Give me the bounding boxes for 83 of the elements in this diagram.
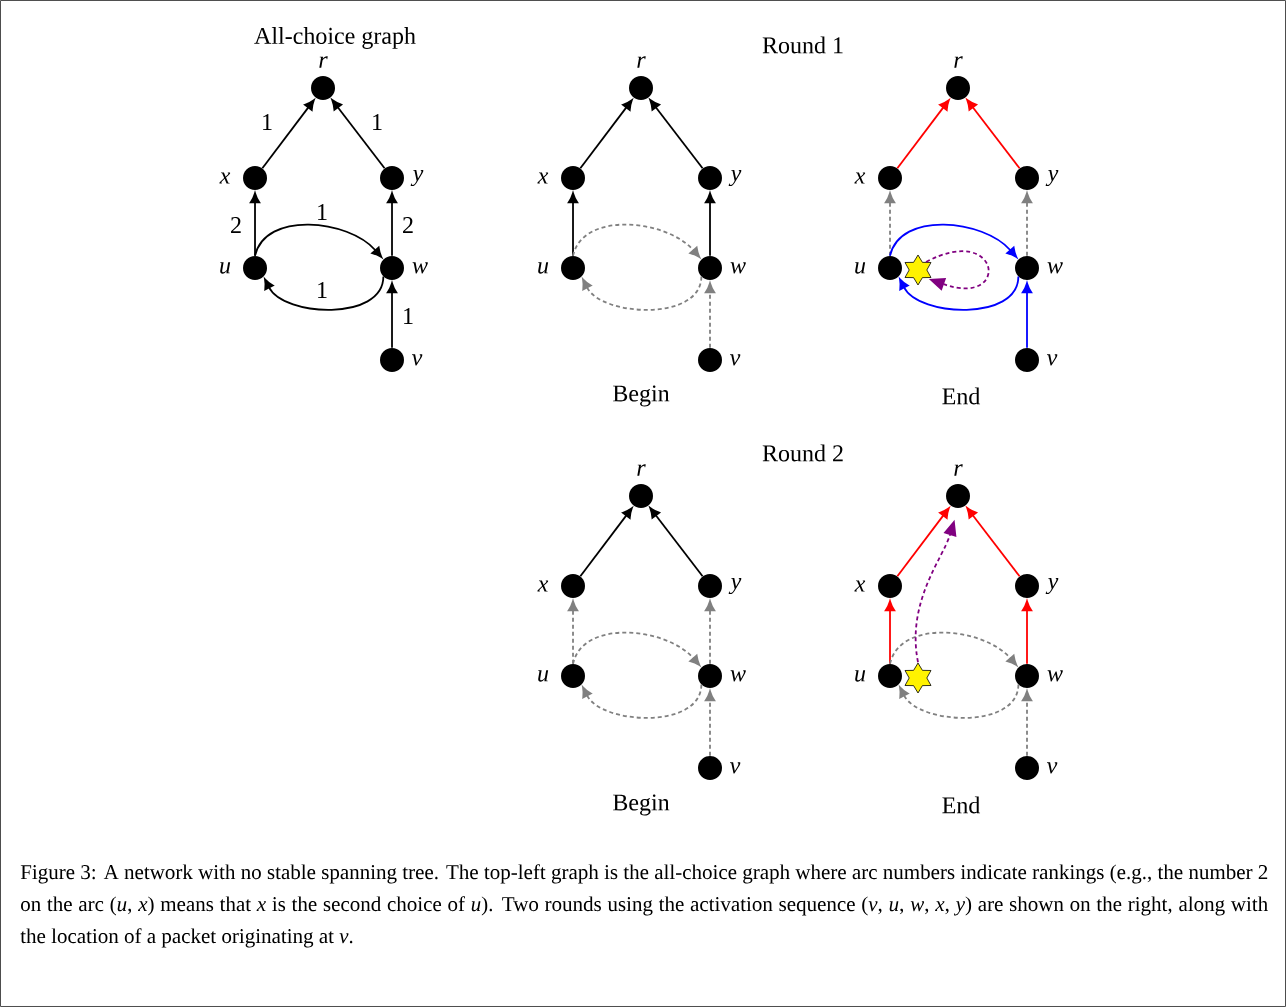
edge-label: 1	[315, 203, 329, 221]
arrow	[884, 600, 896, 665]
packet-star	[904, 662, 932, 694]
edge-label: 1	[315, 281, 329, 299]
vertex-label: v	[730, 354, 741, 366]
arrow	[966, 507, 1021, 578]
arrow	[579, 99, 633, 170]
arrow	[572, 223, 701, 258]
vertex-label: u	[855, 670, 866, 682]
panel-label: Begin	[613, 794, 670, 816]
vertex-label: v	[730, 762, 741, 774]
edge-label: 1	[260, 113, 274, 131]
arrow	[582, 683, 703, 719]
vertex-label: w	[412, 262, 428, 274]
arrow	[249, 192, 261, 257]
arrow	[261, 99, 315, 170]
arrow	[884, 192, 896, 257]
arrow	[966, 99, 1021, 170]
vertex-label: u	[538, 262, 549, 274]
arrow	[1021, 690, 1033, 757]
arrow	[649, 507, 704, 578]
arrow	[386, 282, 398, 349]
panel-label: Begin	[613, 385, 670, 407]
graph-title: Round 1	[762, 36, 843, 54]
arrow	[889, 223, 1018, 258]
vertex-label: r	[954, 464, 963, 476]
edge-label: 1	[401, 307, 415, 325]
arrow	[386, 192, 398, 257]
vertex-label: y	[1045, 169, 1059, 187]
vertex-label: x	[537, 172, 549, 184]
arrow	[1021, 600, 1033, 665]
vertex-label: v	[1047, 354, 1058, 366]
vertex-label: x	[854, 580, 866, 592]
panel-label: End	[942, 387, 981, 405]
vertex-label: u	[220, 262, 231, 274]
vertex-label: y	[728, 577, 742, 595]
arrow	[889, 631, 1018, 666]
arrow	[896, 507, 950, 578]
arrow	[704, 192, 716, 257]
packet-star	[904, 254, 932, 286]
vertex-label: r	[954, 56, 963, 68]
arrow	[264, 275, 385, 311]
arrow	[582, 275, 703, 311]
arrow	[649, 99, 704, 170]
vertex-label: w	[730, 670, 746, 682]
vertex-label: y	[728, 169, 742, 187]
edge-label: 2	[401, 216, 415, 234]
arrow	[896, 99, 950, 170]
vertex-label: w	[1047, 670, 1063, 682]
arrow	[704, 600, 716, 665]
arrow	[899, 275, 1020, 311]
vertex-label: x	[854, 172, 866, 184]
vertex-label: w	[1047, 262, 1063, 274]
arrow	[925, 250, 990, 291]
vertex-label: w	[730, 262, 746, 274]
arrow	[1021, 282, 1033, 349]
vertex-label: v	[1047, 762, 1058, 774]
graph-title: All-choice graph	[254, 27, 416, 49]
graph-title: Round 2	[762, 444, 843, 462]
edge-label: 1	[370, 113, 384, 131]
vertex-label: r	[637, 56, 646, 68]
vertex-label: x	[537, 580, 549, 592]
arrow	[331, 99, 386, 170]
panel-label: End	[942, 796, 981, 814]
arrow	[899, 683, 1020, 719]
arrow	[567, 600, 579, 665]
vertex-label: x	[219, 172, 231, 184]
arrow	[579, 507, 633, 578]
vertex-label: y	[1045, 577, 1059, 595]
vertex-label: r	[637, 464, 646, 476]
arrow	[254, 223, 383, 258]
arrow	[704, 282, 716, 349]
arrow	[1021, 192, 1033, 257]
arrow	[704, 690, 716, 757]
vertex-label: u	[855, 262, 866, 274]
edge-label: 2	[229, 216, 243, 234]
vertex-label: y	[410, 169, 424, 187]
vertex-label: v	[412, 354, 423, 366]
arrow	[572, 631, 701, 666]
vertex-label: u	[538, 670, 549, 682]
vertex-label: r	[319, 56, 328, 68]
figure-caption: Figure 3: A network with no stable spanning tree. The top-left graph is the all-choice graph where arc numbers indicate rankings (e.g., the number 2 on the arc (u, x) means that x is the second choice of u). Two rounds using the activation sequence (v, u, w, x, y) are shown on the right, along with the location of a packet originating at v.	[20, 864, 1268, 948]
arrow	[567, 192, 579, 257]
